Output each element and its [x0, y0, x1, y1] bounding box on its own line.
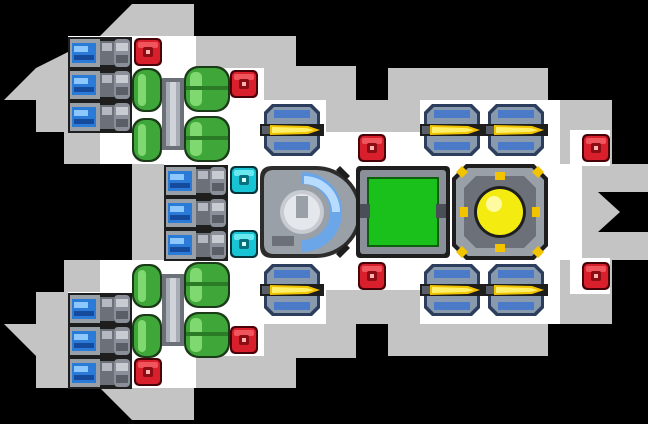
thruster-icon[interactable] — [164, 165, 228, 197]
thruster-icon[interactable] — [164, 197, 228, 229]
thruster-icon[interactable] — [68, 325, 132, 357]
red-port-icon[interactable] — [358, 134, 386, 162]
thruster-bank-bottom[interactable] — [68, 293, 132, 389]
missile-icon[interactable] — [260, 264, 324, 316]
cyan-port-icon[interactable] — [230, 166, 258, 194]
thruster-bank-top[interactable] — [68, 37, 132, 133]
thruster-icon[interactable] — [68, 357, 132, 389]
red-port-icon[interactable] — [582, 134, 610, 162]
missile-icon[interactable] — [420, 264, 484, 316]
thruster-icon[interactable] — [68, 101, 132, 133]
thruster-icon[interactable] — [164, 229, 228, 261]
missile-icon[interactable] — [420, 104, 484, 156]
cockpit-dome-icon[interactable] — [260, 166, 362, 258]
reactor-core-icon[interactable] — [452, 164, 548, 260]
thruster-icon[interactable] — [68, 69, 132, 101]
green-module-icon[interactable] — [356, 166, 450, 258]
cyan-port-icon[interactable] — [230, 230, 258, 258]
red-port-icon[interactable] — [230, 326, 258, 354]
missile-icon[interactable] — [484, 104, 548, 156]
red-port-icon[interactable] — [134, 358, 162, 386]
missile-icon[interactable] — [484, 264, 548, 316]
red-port-icon[interactable] — [230, 70, 258, 98]
thruster-bank-middle[interactable] — [164, 165, 228, 261]
missile-icon[interactable] — [260, 104, 324, 156]
thruster-icon[interactable] — [68, 37, 132, 69]
thruster-icon[interactable] — [68, 293, 132, 325]
red-port-icon[interactable] — [134, 38, 162, 66]
red-port-icon[interactable] — [358, 262, 386, 290]
red-port-icon[interactable] — [582, 262, 610, 290]
